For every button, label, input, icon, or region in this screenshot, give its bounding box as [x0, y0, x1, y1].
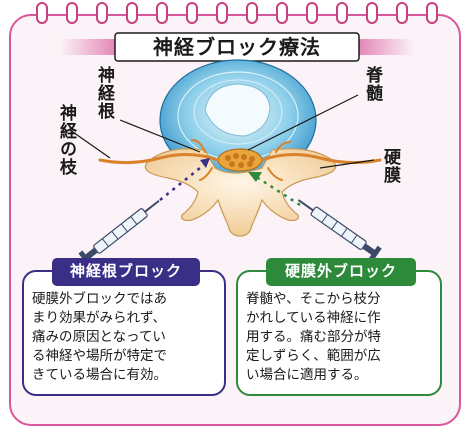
box-text-epidural-block: 脊髄や、そこから枝分 かれしている神経に作 用する。痛む部分が特 定しずらく、範…	[246, 291, 381, 383]
syringe-right	[248, 172, 382, 262]
binder-ring	[336, 2, 348, 24]
binder-ring	[276, 2, 288, 24]
binder-ring	[246, 2, 258, 24]
binder-ring	[66, 2, 78, 24]
binder-ring	[216, 2, 228, 24]
binder-ring	[126, 2, 138, 24]
binder-ring	[36, 2, 48, 24]
box-text-nerve-root-block: 硬膜外ブロックではあ まり効果がみられず、 痛みの原因となってい る神経や場所が…	[32, 291, 167, 383]
label-nerve-root: 神経根	[94, 66, 114, 120]
label-nerve-branch: 神経の枝	[56, 104, 76, 176]
syringe-left	[78, 158, 211, 267]
spinal-cord	[217, 148, 263, 172]
vertebra-arch	[144, 148, 337, 237]
binder-ring	[396, 2, 408, 24]
title-banner	[60, 32, 414, 62]
binder-ring	[426, 2, 438, 24]
info-box-nerve-root-block	[22, 270, 226, 396]
label-spinal-cord: 脊髄	[362, 66, 382, 102]
binder-ring	[156, 2, 168, 24]
binder-ring	[186, 2, 198, 24]
leader-lines	[69, 94, 375, 169]
page-title: 神経ブロック療法	[153, 35, 321, 59]
binder-ring	[306, 2, 318, 24]
label-dura: 硬膜	[380, 148, 400, 184]
binder-ring	[366, 2, 378, 24]
box-title-epidural-block: 硬膜外ブロック	[266, 258, 416, 286]
box-title-nerve-root-block: 神経根ブロック	[52, 258, 200, 286]
info-box-epidural-block	[236, 270, 442, 396]
binder-ring	[96, 2, 108, 24]
